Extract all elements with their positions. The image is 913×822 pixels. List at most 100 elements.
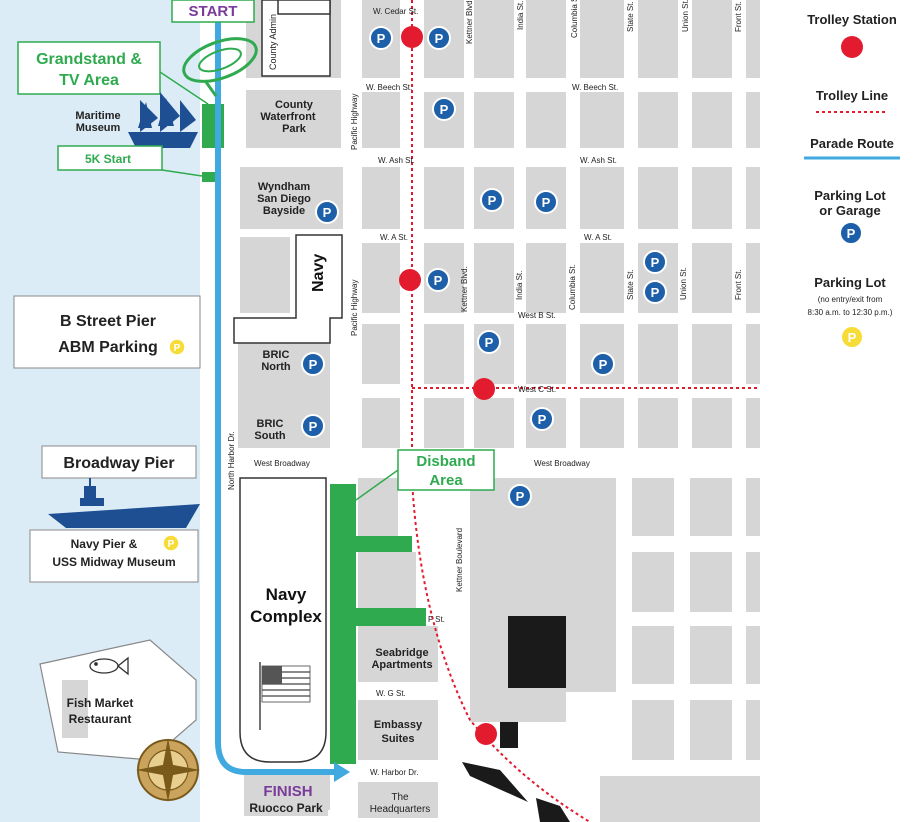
parking-icon: P	[480, 188, 504, 212]
navy-label: Navy	[310, 254, 327, 292]
legend-parade-route: Parade Route	[810, 136, 894, 151]
seabridge-label: Seabridge	[375, 647, 428, 659]
headquarters-label-line: Headquarters	[370, 804, 431, 815]
street-label: W. A St.	[584, 233, 612, 242]
grandstand-label: TV Area	[59, 72, 119, 89]
legend-parking: or Garage	[819, 203, 880, 218]
parking-icon: P	[643, 250, 667, 274]
street-label: W. Ash St.	[580, 156, 617, 165]
wyndham-label: San Diego	[257, 193, 311, 205]
parking-icon: P	[643, 280, 667, 304]
5k-start-label: 5K Start	[85, 152, 131, 166]
embassy-suites-label: Suites	[381, 733, 414, 745]
legend-parking-restricted: Parking Lot	[814, 275, 886, 290]
svg-text:P: P	[651, 255, 660, 270]
bric-north-label: BRIC	[263, 349, 290, 361]
disband-label: Area	[429, 472, 463, 489]
parking-icon-yellow: P	[162, 534, 180, 552]
trolley-line-main	[411, 0, 591, 822]
street-label: Columbia St.	[570, 0, 579, 38]
wyndham-label: Wyndham	[258, 181, 311, 193]
maritime-museum-label: Maritime	[75, 110, 120, 122]
legend-parking-yellow-icon: P	[840, 325, 864, 349]
parking-icon: P	[427, 26, 451, 50]
ship-icon	[128, 92, 198, 148]
disband-pointer	[355, 469, 399, 501]
street-label: W. A St.	[380, 233, 408, 242]
embassy-suites-label: Embassy	[374, 719, 423, 731]
navy-pier-label: USS Midway Museum	[52, 555, 175, 569]
bric-north-label: North	[261, 361, 291, 373]
parking-icon: P	[369, 26, 393, 50]
street-label: Columbia St.	[568, 264, 577, 310]
broadway-pier-box	[41, 445, 197, 479]
legend-parking-note: (no entry/exit from	[818, 295, 883, 304]
street-label: W. Beech St.	[572, 83, 618, 92]
legend-trolley-station-icon	[841, 36, 863, 58]
street-label: Union St.	[679, 267, 688, 300]
bric-south-label: BRIC	[257, 418, 284, 430]
street-label: State St.	[626, 269, 635, 300]
svg-text:P: P	[377, 31, 386, 46]
map-legend: Trolley Station Trolley Line Parade Rout…	[804, 12, 900, 349]
street-label: West B St.	[518, 311, 556, 320]
county-waterfront-park-label: Park	[282, 123, 307, 135]
parking-icon: P	[301, 414, 325, 438]
disband-area-zone	[202, 104, 426, 764]
parking-icon: P	[534, 190, 558, 214]
finish-label: FINISH	[263, 783, 312, 800]
svg-text:P: P	[599, 357, 608, 372]
start-label: START	[189, 3, 238, 20]
disband-box	[397, 449, 495, 491]
navy-complex-label: Navy	[266, 585, 307, 604]
legend-trolley-line: Trolley Line	[816, 88, 888, 103]
parking-icon: P	[301, 352, 325, 376]
trolley-station-a-st	[399, 269, 421, 291]
svg-text:P: P	[847, 226, 856, 241]
disband-label: Disband	[416, 453, 475, 470]
fish-market-label: Restaurant	[69, 712, 132, 726]
maritime-museum-label: Museum	[76, 122, 121, 134]
parking-markers: P P P P P P P P P P P P P P P	[301, 26, 667, 508]
svg-text:P: P	[848, 330, 857, 345]
svg-text:P: P	[309, 357, 318, 372]
building-labels: County Waterfront Park Wyndham San Diego…	[254, 99, 432, 745]
parking-icon: P	[591, 352, 615, 376]
county-waterfront-park-label: Waterfront	[260, 111, 316, 123]
broadway-pier-label: Broadway Pier	[63, 455, 174, 472]
svg-text:P: P	[651, 285, 660, 300]
svg-text:P: P	[485, 335, 494, 350]
ruocco-park-label: Ruocco Park	[249, 801, 323, 815]
navy-complex-label: Complex	[250, 607, 322, 626]
parking-icon: P	[315, 200, 339, 224]
street-label: State St.	[626, 1, 635, 32]
svg-text:P: P	[488, 193, 497, 208]
legend-parking-icon: P	[839, 221, 863, 245]
street-label: Kettner Boulevard	[455, 528, 464, 592]
5k-start-box	[57, 145, 163, 171]
b-street-pier-label: B Street Pier	[60, 313, 156, 330]
street-label: Pacific Highway	[350, 94, 359, 150]
b-street-pier-label: ABM Parking	[58, 339, 158, 356]
street-label: India St.	[516, 1, 525, 30]
street-label: Union St.	[681, 0, 690, 32]
street-label: Kettner Blvd.	[465, 0, 474, 44]
svg-text:P: P	[516, 489, 525, 504]
blimp-icon	[182, 37, 258, 97]
finish-arrow	[334, 762, 350, 782]
street-label: W. Beech St.	[366, 83, 412, 92]
navy-building	[233, 234, 343, 344]
parking-icon: P	[477, 330, 501, 354]
fish-market-label: Fish Market	[67, 696, 134, 710]
parking-icon: P	[432, 97, 456, 121]
dark-building	[508, 616, 566, 688]
parade-route-line	[215, 0, 336, 775]
parking-icon: P	[426, 268, 450, 292]
aircraft-carrier-icon	[48, 478, 200, 528]
grandstand-label: Grandstand &	[36, 51, 142, 68]
svg-text:P: P	[168, 539, 175, 550]
street-label: F St.	[428, 615, 445, 624]
ruocco-park-box	[244, 800, 328, 816]
svg-text:P: P	[309, 419, 318, 434]
